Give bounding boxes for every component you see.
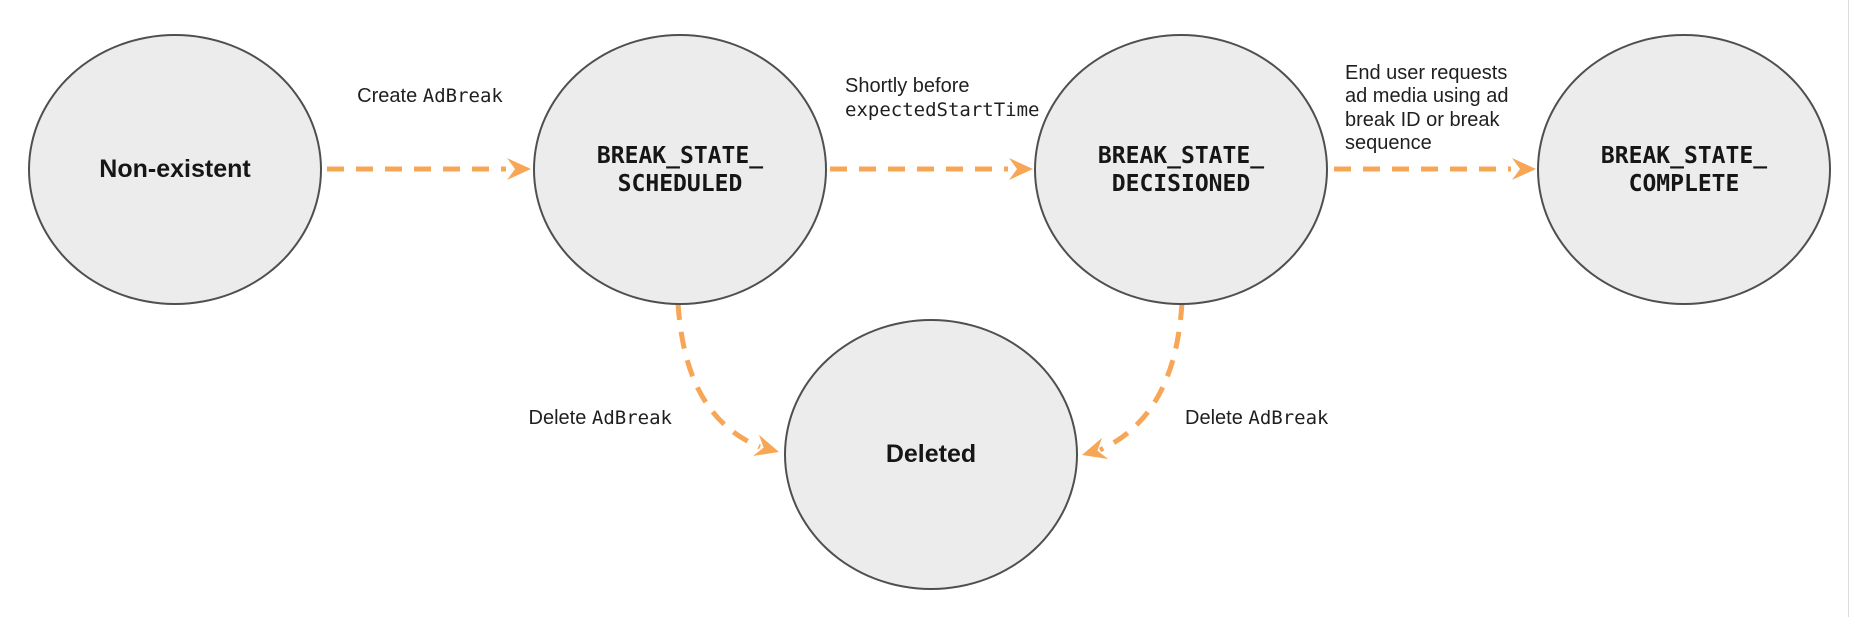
dashed-arrow-curve <box>675 302 761 450</box>
dashed-arrow-curve <box>1098 302 1185 453</box>
edge-label-text: Create <box>357 85 423 107</box>
arrow-head-icon <box>752 434 779 456</box>
state-label: Deleted <box>885 440 977 468</box>
transition-delete-adbreak-from-scheduled <box>675 302 779 456</box>
edge-label-shortly-before: Shortly before expectedStartTime <box>845 74 1039 122</box>
page-edge-divider <box>1848 0 1849 617</box>
arrow-head-icon <box>1009 158 1033 180</box>
edge-label-text: End user requests ad media using ad brea… <box>1345 61 1509 155</box>
edge-label-code-text: AdBreak <box>422 85 503 107</box>
edge-label-code-text: expectedStartTime <box>845 99 1040 121</box>
transition-delete-adbreak-from-decisioned <box>1082 302 1185 459</box>
state-node-non-existent: Non-existent <box>28 34 322 305</box>
state-node-deleted: Deleted <box>784 319 1078 590</box>
arrow-head-icon <box>1512 158 1536 180</box>
state-label: Non-existent <box>99 155 251 183</box>
edge-label-create-adbreak: Create AdBreak <box>348 84 512 108</box>
state-label: BREAK_STATE_ SCHEDULED <box>596 142 764 197</box>
state-label: BREAK_STATE_ DECISIONED <box>1097 142 1265 197</box>
state-node-break-state-complete: BREAK_STATE_ COMPLETE <box>1537 34 1831 305</box>
state-node-break-state-decisioned: BREAK_STATE_ DECISIONED <box>1034 34 1328 305</box>
edge-label-delete-adbreak-left: Delete AdBreak <box>500 406 672 430</box>
transition-create-adbreak <box>327 158 531 180</box>
arrow-head-icon <box>507 158 531 180</box>
edge-label-text: Shortly before <box>845 75 970 97</box>
edge-label-delete-adbreak-right: Delete AdBreak <box>1185 406 1328 430</box>
edge-label-code-text: AdBreak <box>591 407 672 429</box>
state-label: BREAK_STATE_ COMPLETE <box>1600 142 1768 197</box>
edge-label-code-text: AdBreak <box>1248 407 1329 429</box>
state-node-break-state-scheduled: BREAK_STATE_ SCHEDULED <box>533 34 827 305</box>
arrow-head-icon <box>1082 437 1109 459</box>
edge-label-text: Delete <box>528 407 592 429</box>
edge-label-end-user-requests: End user requests ad media using ad brea… <box>1345 38 1525 156</box>
transition-end-user-requests-ad-media <box>1334 158 1536 180</box>
transition-shortly-before-expected-start-time <box>830 158 1033 180</box>
edge-label-text: Delete <box>1185 407 1249 429</box>
